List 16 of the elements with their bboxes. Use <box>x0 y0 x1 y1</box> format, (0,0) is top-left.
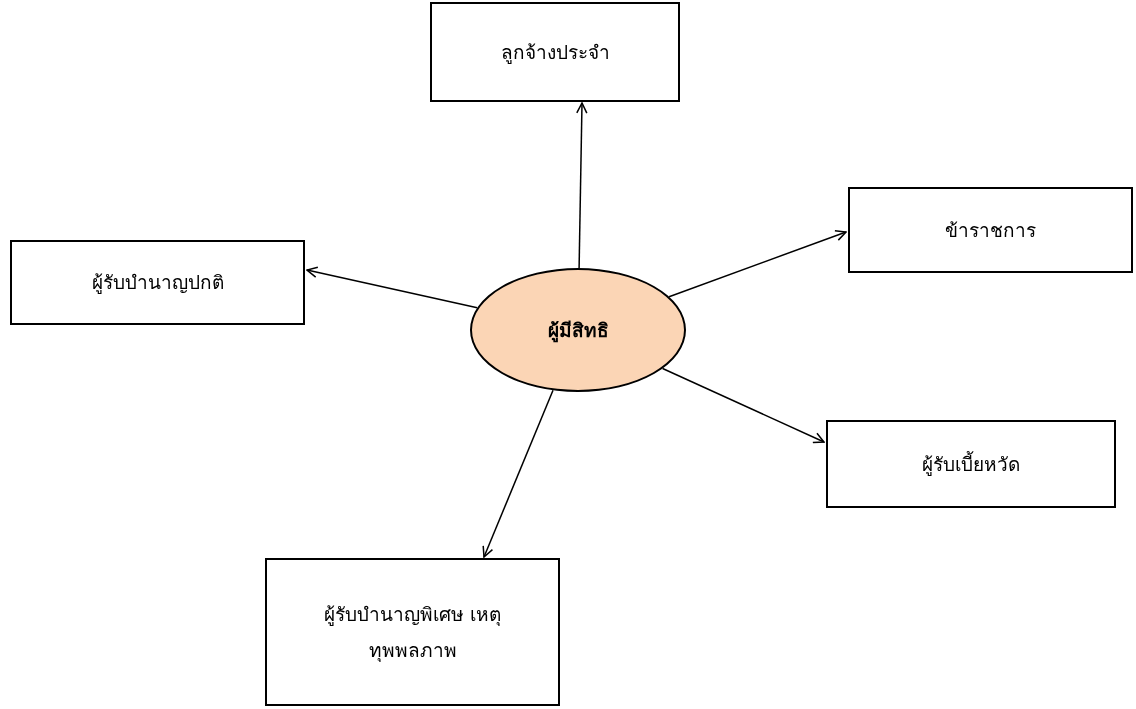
category-box <box>265 558 560 706</box>
node-label: ผู้รับบำนาญพิเศษ เหตุทุพพลภาพ <box>322 601 502 664</box>
category-box <box>848 187 1133 273</box>
node-label: ลูกจ้างประจำ <box>500 39 610 66</box>
arrow <box>668 230 847 298</box>
arrow <box>482 389 554 558</box>
category-box <box>10 240 305 325</box>
arrow <box>306 266 478 309</box>
node-label: ผู้รับเบี้ยหวัด <box>922 450 1020 478</box>
category-box <box>430 2 680 102</box>
node-label: ข้าราชการ <box>945 217 1036 243</box>
category-box <box>826 420 1116 508</box>
node-label: ผู้รับบำนาญปกติ <box>91 270 224 296</box>
arrow <box>661 367 825 444</box>
arrow <box>576 102 588 269</box>
node-label: ผู้มีสิทธิ <box>547 317 609 345</box>
